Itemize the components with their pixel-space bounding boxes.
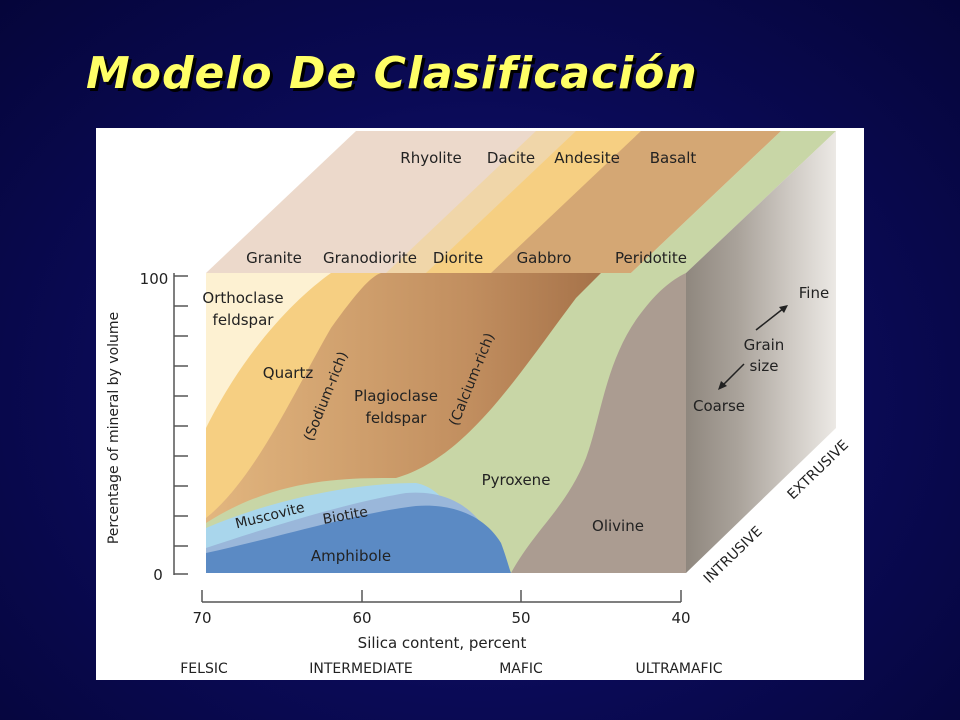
x-tick-label-40: 40 bbox=[671, 609, 690, 627]
arrow-coarse-line bbox=[721, 363, 745, 387]
x-axis: 70 60 50 40 Silica content, percent bbox=[192, 590, 691, 652]
x-axis-label: Silica content, percent bbox=[358, 634, 527, 652]
grain-label-fine: Fine bbox=[799, 284, 829, 302]
extrusive-rock-labels: Rhyolite Dacite Andesite Basalt bbox=[400, 149, 696, 167]
slide-title: Modelo De Clasificación bbox=[86, 48, 698, 99]
olivine-region bbox=[511, 273, 686, 573]
category-ultramafic: ULTRAMAFIC bbox=[635, 661, 722, 677]
mineral-label-olivine: Olivine bbox=[592, 517, 644, 535]
rock-label-andesite: Andesite bbox=[554, 149, 620, 167]
category-intermediate: INTERMEDIATE bbox=[309, 661, 412, 677]
rock-label-granodiorite: Granodiorite bbox=[323, 249, 417, 267]
diagram-svg: Rhyolite Dacite Andesite Basalt Granite … bbox=[106, 131, 852, 677]
grain-label-coarse: Coarse bbox=[693, 397, 745, 415]
arrow-down-icon bbox=[718, 381, 727, 390]
amphibole-region bbox=[206, 505, 511, 573]
grain-size-legend: Fine Grain size Coarse bbox=[693, 284, 829, 415]
intrusive-rock-labels: Granite Granodiorite Diorite Gabbro Peri… bbox=[246, 249, 687, 267]
right-face bbox=[686, 131, 836, 573]
y-tick-label-0: 0 bbox=[153, 566, 163, 584]
mineral-label-plagioclase-feldspar: feldspar bbox=[366, 409, 428, 427]
mineral-label-pyroxene: Pyroxene bbox=[482, 471, 551, 489]
x-tick-label-70: 70 bbox=[192, 609, 211, 627]
y-axis: 100 0 Percentage of mineral by volume bbox=[106, 270, 188, 584]
rock-label-diorite: Diorite bbox=[433, 249, 483, 267]
rock-label-dacite: Dacite bbox=[487, 149, 535, 167]
grain-label-size: size bbox=[749, 357, 778, 375]
x-tick-label-60: 60 bbox=[352, 609, 371, 627]
category-felsic: FELSIC bbox=[180, 661, 228, 677]
top-band-basalt bbox=[491, 131, 781, 273]
mineral-label-orthoclase: Orthoclase bbox=[202, 289, 283, 307]
top-band-peridotite bbox=[631, 131, 836, 273]
mineral-label-feldspar: feldspar bbox=[213, 311, 275, 329]
mineral-label-plagioclase: Plagioclase bbox=[354, 387, 438, 405]
grain-label-grain: Grain bbox=[744, 336, 785, 354]
mineral-label-amphibole: Amphibole bbox=[311, 547, 391, 565]
y-tick-label-100: 100 bbox=[140, 270, 169, 288]
rock-label-granite: Granite bbox=[246, 249, 302, 267]
mineral-label-biotite: Biotite bbox=[321, 504, 369, 528]
arrow-fine-line bbox=[755, 307, 785, 331]
category-mafic: MAFIC bbox=[499, 661, 543, 677]
mineral-label-quartz: Quartz bbox=[263, 364, 314, 382]
rock-label-gabbro: Gabbro bbox=[517, 249, 572, 267]
composition-categories: FELSIC INTERMEDIATE MAFIC ULTRAMAFIC bbox=[180, 661, 722, 677]
rock-label-basalt: Basalt bbox=[650, 149, 697, 167]
arrow-up-icon bbox=[779, 305, 788, 313]
rock-label-peridotite: Peridotite bbox=[615, 249, 687, 267]
rock-label-rhyolite: Rhyolite bbox=[400, 149, 461, 167]
x-tick-label-50: 50 bbox=[511, 609, 530, 627]
y-axis-label: Percentage of mineral by volume bbox=[106, 312, 122, 544]
classification-diagram: Rhyolite Dacite Andesite Basalt Granite … bbox=[96, 128, 864, 680]
